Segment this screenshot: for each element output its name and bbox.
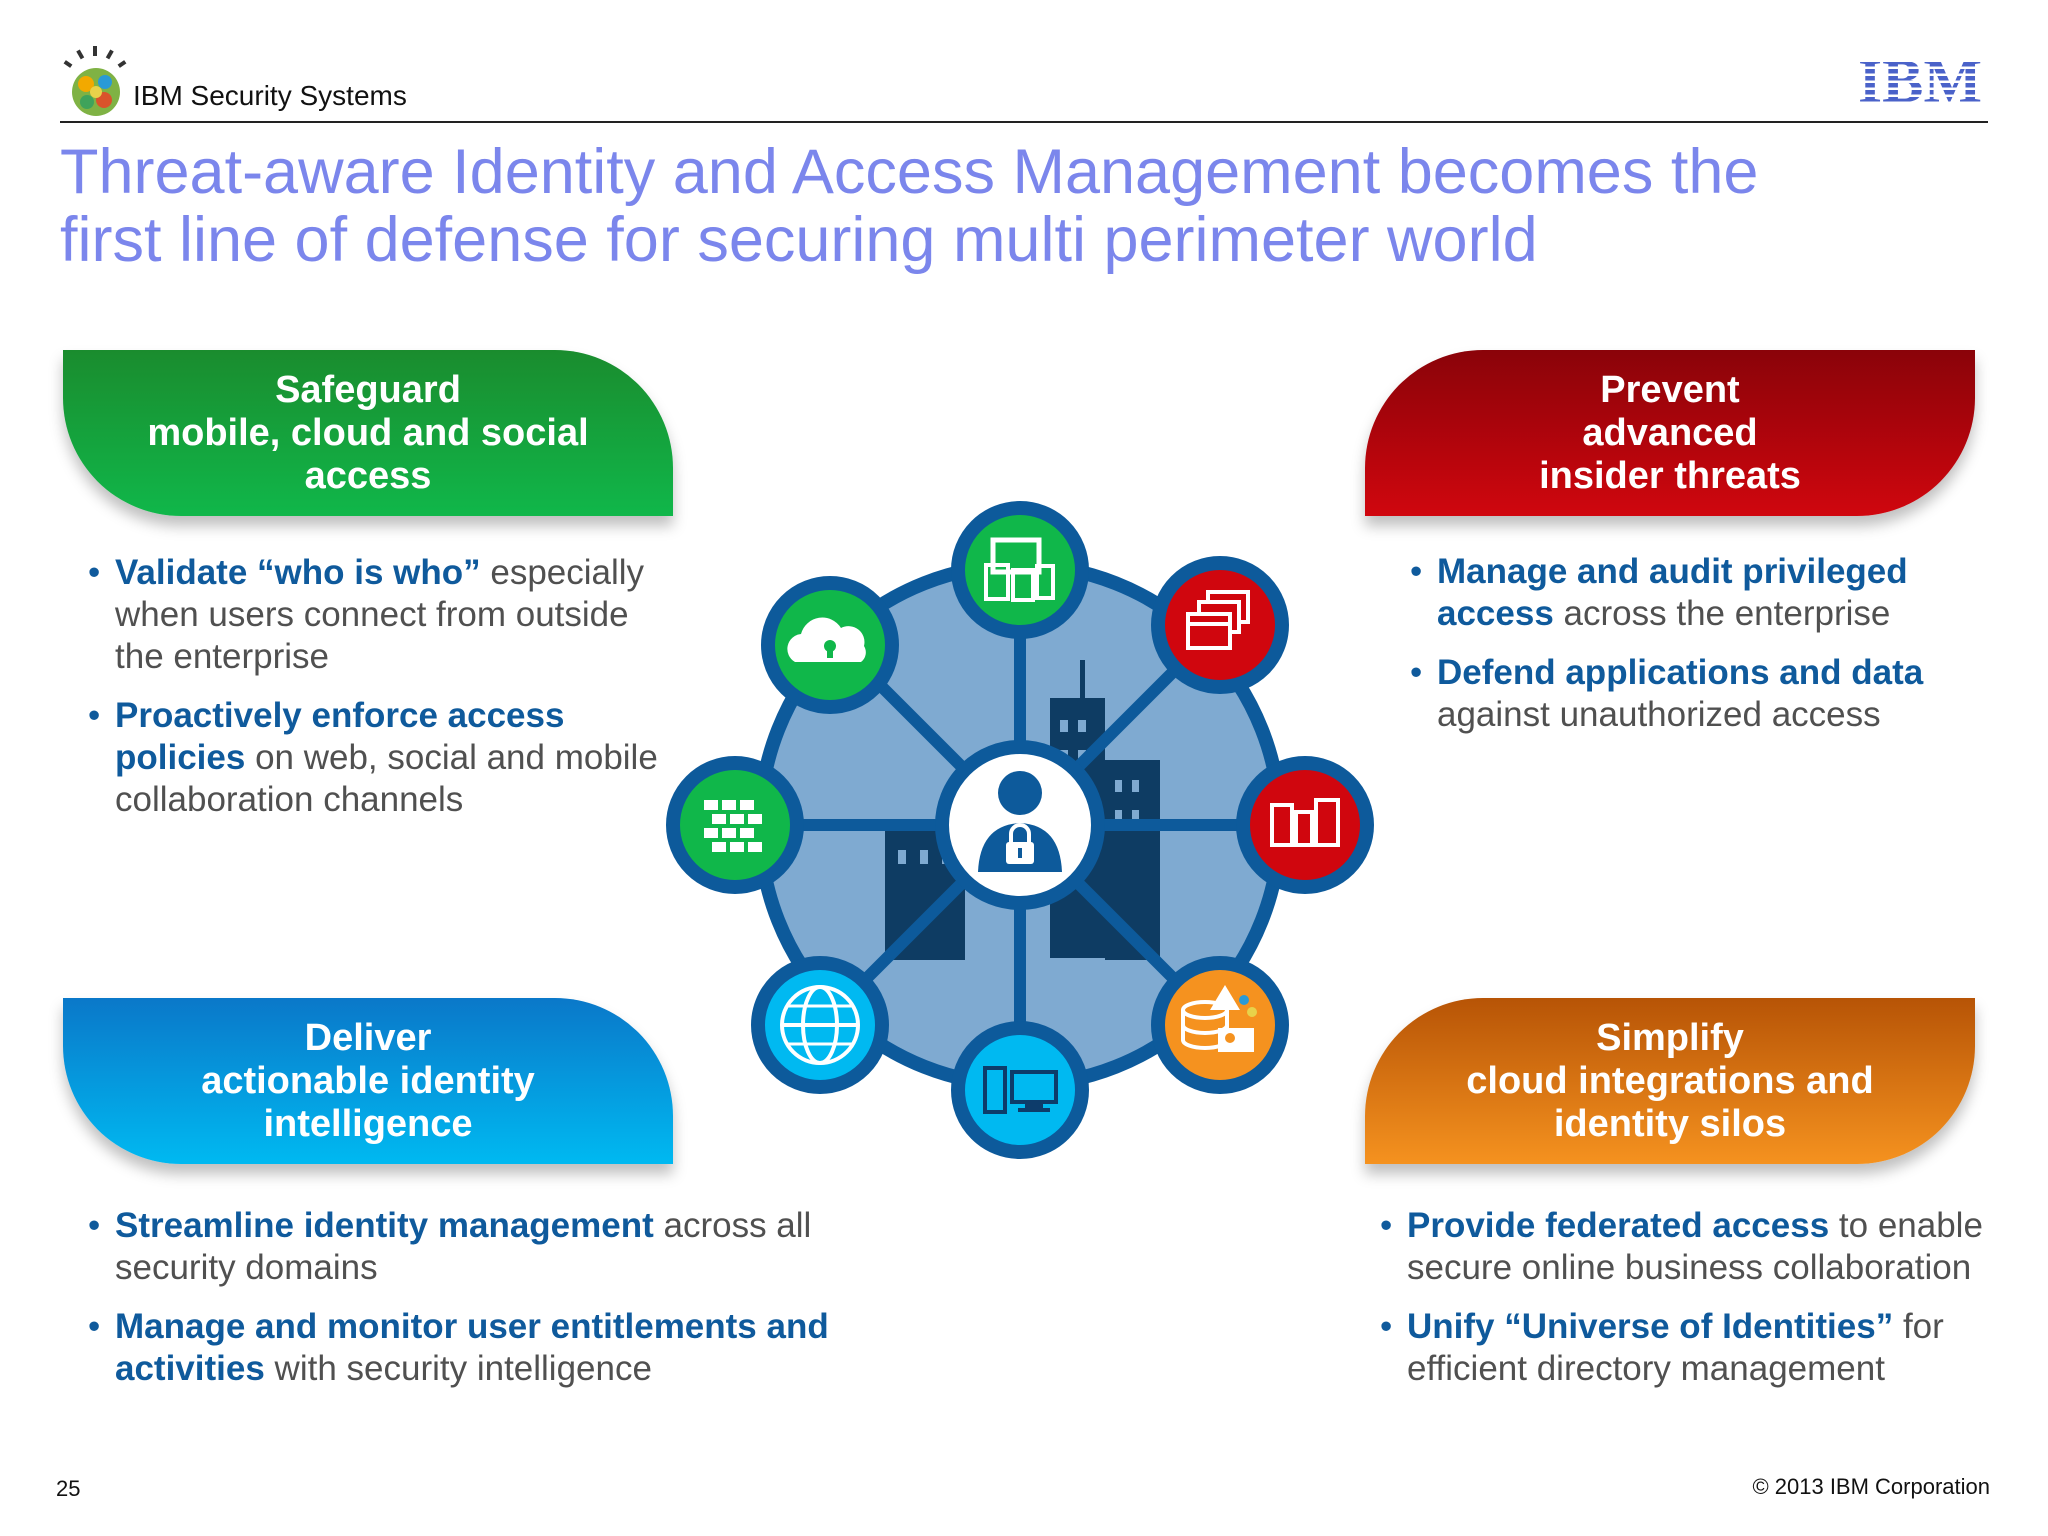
ibm-security-brand-icon (63, 46, 127, 116)
server-rack-icon (1236, 756, 1374, 894)
bullet-dot: • (88, 696, 101, 735)
bullet-emphasis: Provide federated access (1407, 1206, 1830, 1245)
safeguard-heading-line-1: Safeguard (275, 368, 461, 411)
bullet-emphasis: Validate “who is who” (115, 553, 481, 592)
deliver-heading: Deliver actionable identity intelligence (63, 998, 673, 1164)
simplify-heading-line-1: Simplify (1596, 1016, 1744, 1059)
bullet-item: • Provide federated access to enable secu… (1355, 1205, 2015, 1289)
windows-stack-icon (1151, 556, 1289, 694)
ibm-logo: IBM (1858, 48, 1982, 106)
bullet-emphasis: Defend applications and data (1437, 653, 1924, 692)
simplify-bullets: • Provide federated access to enable secu… (1355, 1205, 2015, 1407)
globe-icon (751, 956, 889, 1094)
bullet-item: • Validate “who is who” especially when u… (63, 552, 683, 678)
bullet-item: • Defend applications and data against un… (1385, 652, 2025, 736)
prevent-heading-line-1: Prevent (1600, 368, 1740, 411)
bullet-emphasis: Streamline identity management (115, 1206, 654, 1245)
bullet-item: • Streamline identity management across a… (63, 1205, 843, 1289)
bullet-item: • Unify “Universe of Identities” for effi… (1355, 1306, 2015, 1390)
deliver-heading-line-3: intelligence (263, 1102, 473, 1145)
identity-hub-diagram (666, 501, 1374, 1159)
bullet-dot: • (1380, 1307, 1393, 1346)
bullet-text: against unauthorized access (1437, 695, 1881, 734)
bullet-text: across the enterprise (1563, 594, 1891, 633)
header-divider (60, 121, 1988, 123)
slide-title-line-1: Threat-aware Identity and Access Managem… (60, 137, 1759, 207)
safeguard-heading: Safeguard mobile, cloud and social acces… (63, 350, 673, 516)
bullet-dot: • (1380, 1206, 1393, 1245)
bullet-emphasis: Unify “Universe of Identities” (1407, 1307, 1894, 1346)
bullet-emphasis: Manage and monitor user entitlements and… (115, 1307, 829, 1388)
cloud-lock-icon (761, 576, 899, 714)
bullet-dot: • (88, 1307, 101, 1346)
deliver-bullets: • Streamline identity management across a… (63, 1205, 843, 1407)
devices-icon (951, 501, 1089, 639)
bullet-emphasis: Manage and audit privileged access (1437, 552, 1908, 633)
simplify-heading: Simplify cloud integrations and identity… (1365, 998, 1975, 1164)
bullet-text: across all security domains (115, 1206, 812, 1287)
bullet-dot: • (88, 553, 101, 592)
prevent-heading: Prevent advanced insider threats (1365, 350, 1975, 516)
prevent-bullets: • Manage and audit privileged access acro… (1385, 551, 2025, 753)
simplify-heading-line-2: cloud integrations and (1466, 1059, 1874, 1102)
simplify-heading-line-3: identity silos (1553, 1102, 1787, 1145)
desktop-computer-icon (951, 1021, 1089, 1159)
copyright: © 2013 IBM Corporation (1752, 1474, 1990, 1499)
page-number: 25 (56, 1476, 81, 1501)
bullet-dot: • (88, 1206, 101, 1245)
safeguard-heading-line-2: mobile, cloud and social (147, 411, 589, 454)
slide-title-line-2: first line of defense for securing multi… (60, 205, 1538, 275)
bullet-text: on web, social and mobile collaboration … (115, 738, 658, 819)
deliver-heading-line-1: Deliver (304, 1016, 432, 1059)
brand-name: IBM Security Systems (133, 80, 407, 111)
bullet-item: • Proactively enforce access policies on … (63, 695, 683, 821)
bullet-text: for efficient directory management (1407, 1307, 1944, 1388)
deliver-heading-line-2: actionable identity (201, 1059, 535, 1102)
firewall-icon (666, 756, 804, 894)
bullet-text: with security intelligence (274, 1349, 652, 1388)
bullet-dot: • (1410, 552, 1423, 591)
bullet-text: to enable secure online business collabo… (1407, 1206, 1983, 1287)
bullet-dot: • (1410, 653, 1423, 692)
bullet-item: • Manage and monitor user entitlements an… (63, 1306, 843, 1390)
prevent-heading-line-3: insider threats (1539, 454, 1801, 497)
safeguard-heading-line-3: access (304, 454, 432, 497)
database-identity-icon (1151, 956, 1289, 1094)
user-lock-icon (935, 740, 1105, 910)
svg-text:IBM: IBM (1858, 48, 1982, 106)
bullet-item: • Manage and audit privileged access acro… (1385, 551, 2025, 635)
bullet-emphasis: Proactively enforce access policies (115, 696, 565, 777)
safeguard-bullets: • Validate “who is who” especially when u… (63, 552, 683, 838)
bullet-text: especially when users connect from outsi… (115, 553, 645, 676)
slide-title: Threat-aware Identity and Access Managem… (60, 138, 1940, 274)
prevent-heading-line-2: advanced (1582, 411, 1758, 454)
